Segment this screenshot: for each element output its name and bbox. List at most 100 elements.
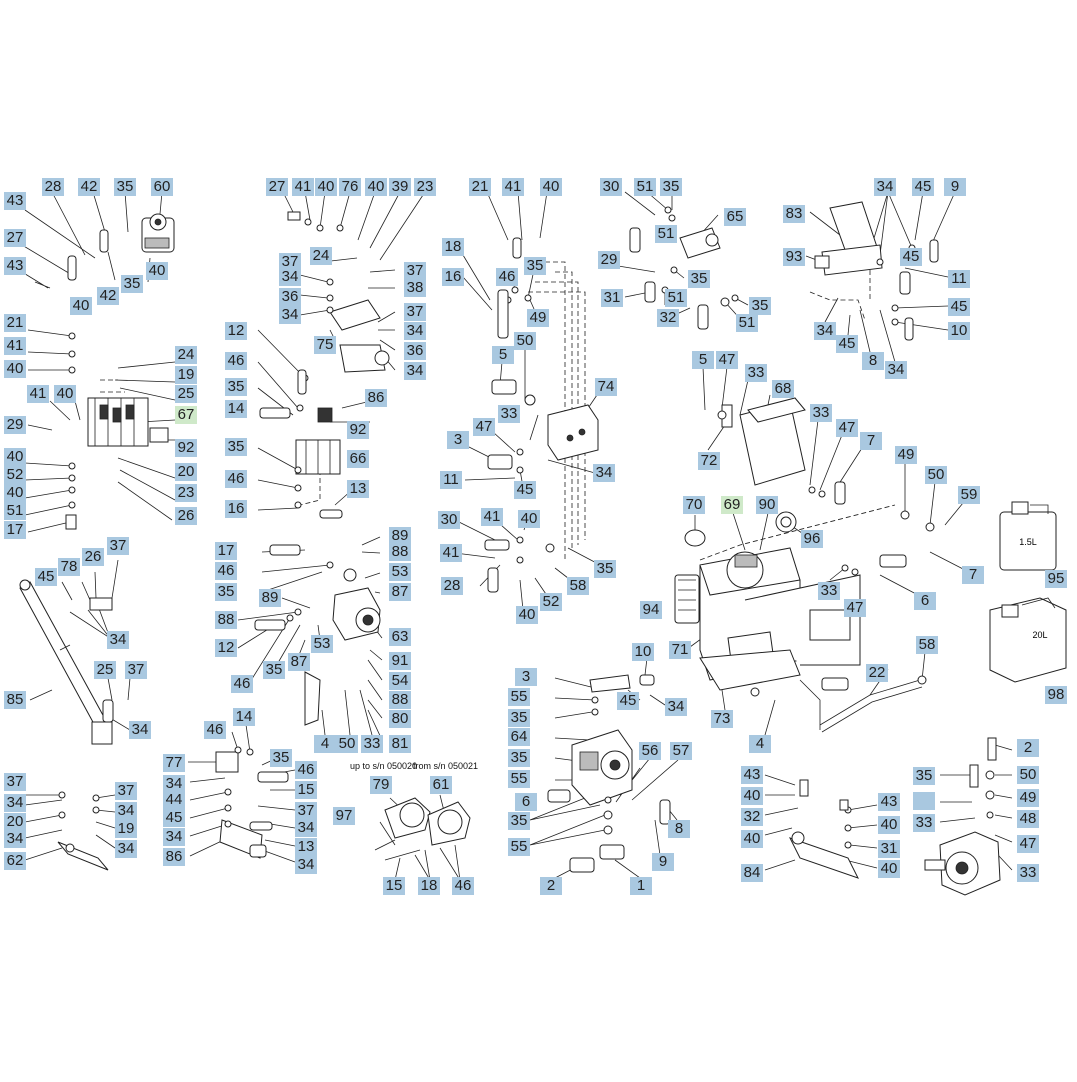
callout-label[interactable]: 27 bbox=[4, 229, 26, 247]
callout-label[interactable]: 39 bbox=[389, 178, 411, 196]
callout-label[interactable]: 45 bbox=[35, 568, 57, 586]
callout-label[interactable]: 44 bbox=[163, 791, 185, 809]
callout-label[interactable]: 34 bbox=[814, 322, 836, 340]
callout-label[interactable]: 3 bbox=[515, 668, 537, 686]
callout-label[interactable]: 9 bbox=[944, 178, 966, 196]
callout-label[interactable]: 41 bbox=[27, 385, 49, 403]
callout-label[interactable]: 32 bbox=[741, 808, 763, 826]
callout-label[interactable]: 37 bbox=[404, 262, 426, 280]
callout-label[interactable]: 12 bbox=[225, 322, 247, 340]
callout-label[interactable]: 47 bbox=[836, 419, 858, 437]
callout-label[interactable]: 75 bbox=[314, 336, 336, 354]
callout-label[interactable]: 18 bbox=[418, 877, 440, 895]
callout-label[interactable]: 78 bbox=[58, 558, 80, 576]
callout-label[interactable]: 49 bbox=[1017, 789, 1039, 807]
callout-label[interactable]: 38 bbox=[404, 279, 426, 297]
callout-label[interactable]: 24 bbox=[175, 346, 197, 364]
callout-label[interactable]: 46 bbox=[225, 470, 247, 488]
callout-label[interactable]: 33 bbox=[498, 405, 520, 423]
callout-label[interactable]: 40 bbox=[4, 448, 26, 466]
callout-label[interactable]: 25 bbox=[94, 661, 116, 679]
callout-label[interactable]: 35 bbox=[508, 709, 530, 727]
callout-label[interactable]: 47 bbox=[844, 599, 866, 617]
callout-label[interactable]: 16 bbox=[442, 268, 464, 286]
callout-label[interactable]: 30 bbox=[438, 511, 460, 529]
callout-label[interactable]: 37 bbox=[4, 773, 26, 791]
callout-label[interactable]: 35 bbox=[121, 275, 143, 293]
callout-label[interactable]: 47 bbox=[716, 351, 738, 369]
callout-label[interactable]: 27 bbox=[266, 178, 288, 196]
callout-label[interactable]: 52 bbox=[540, 593, 562, 611]
callout-label[interactable]: 6 bbox=[515, 793, 537, 811]
callout-label[interactable]: 87 bbox=[389, 583, 411, 601]
callout-label[interactable]: 86 bbox=[365, 389, 387, 407]
callout-label[interactable]: 98 bbox=[1045, 686, 1067, 704]
callout-label[interactable]: 14 bbox=[233, 708, 255, 726]
callout-label[interactable]: 53 bbox=[311, 635, 333, 653]
callout-label[interactable] bbox=[913, 792, 935, 810]
callout-label[interactable]: 21 bbox=[4, 314, 26, 332]
callout-label[interactable]: 96 bbox=[801, 530, 823, 548]
callout-label[interactable]: 35 bbox=[508, 749, 530, 767]
callout-label[interactable]: 85 bbox=[4, 691, 26, 709]
callout-label[interactable]: 23 bbox=[414, 178, 436, 196]
callout-label[interactable]: 54 bbox=[389, 672, 411, 690]
callout-label[interactable]: 45 bbox=[900, 248, 922, 266]
callout-label[interactable]: 26 bbox=[175, 507, 197, 525]
callout-label[interactable]: 46 bbox=[496, 268, 518, 286]
callout-label[interactable]: 11 bbox=[440, 471, 462, 489]
callout-label[interactable]: 88 bbox=[389, 543, 411, 561]
callout-label[interactable]: 34 bbox=[404, 362, 426, 380]
callout-label[interactable]: 43 bbox=[878, 793, 900, 811]
callout-label[interactable]: 22 bbox=[866, 664, 888, 682]
callout-label[interactable]: 58 bbox=[567, 577, 589, 595]
callout-label[interactable]: 92 bbox=[347, 421, 369, 439]
callout-label[interactable]: 21 bbox=[469, 178, 491, 196]
callout-label[interactable]: 34 bbox=[115, 802, 137, 820]
callout-label[interactable]: 19 bbox=[175, 366, 197, 384]
callout-label[interactable]: 40 bbox=[315, 178, 337, 196]
callout-label[interactable]: 40 bbox=[518, 510, 540, 528]
callout-label[interactable]: 88 bbox=[215, 611, 237, 629]
callout-label[interactable]: 34 bbox=[279, 306, 301, 324]
callout-label[interactable]: 34 bbox=[279, 268, 301, 286]
callout-label[interactable]: 35 bbox=[524, 257, 546, 275]
callout-label[interactable]: 79 bbox=[370, 776, 392, 794]
callout-label[interactable]: 8 bbox=[668, 820, 690, 838]
callout-label[interactable]: 15 bbox=[383, 877, 405, 895]
callout-label[interactable]: 40 bbox=[741, 830, 763, 848]
callout-label[interactable]: 86 bbox=[163, 848, 185, 866]
callout-label[interactable]: 46 bbox=[204, 721, 226, 739]
callout-label[interactable]: 40 bbox=[878, 816, 900, 834]
callout-label[interactable]: 95 bbox=[1045, 570, 1067, 588]
callout-label[interactable]: 34 bbox=[295, 856, 317, 874]
callout-label[interactable]: 2 bbox=[540, 877, 562, 895]
callout-label[interactable]: 53 bbox=[389, 563, 411, 581]
callout-label[interactable]: 29 bbox=[4, 416, 26, 434]
callout-label[interactable]: 40 bbox=[54, 385, 76, 403]
callout-label[interactable]: 34 bbox=[295, 819, 317, 837]
callout-label[interactable]: 35 bbox=[688, 270, 710, 288]
callout-label[interactable]: 7 bbox=[860, 432, 882, 450]
callout-label[interactable]: 72 bbox=[698, 452, 720, 470]
callout-label[interactable]: 40 bbox=[741, 787, 763, 805]
callout-label[interactable]: 33 bbox=[361, 735, 383, 753]
callout-label[interactable]: 50 bbox=[336, 735, 358, 753]
callout-label[interactable]: 76 bbox=[339, 178, 361, 196]
callout-label[interactable]: 45 bbox=[912, 178, 934, 196]
callout-label[interactable]: 71 bbox=[669, 641, 691, 659]
callout-label[interactable]: 17 bbox=[4, 521, 26, 539]
callout-label[interactable]: 50 bbox=[1017, 766, 1039, 784]
callout-label[interactable]: 41 bbox=[292, 178, 314, 196]
callout-label[interactable]: 52 bbox=[4, 466, 26, 484]
callout-label[interactable]: 91 bbox=[389, 652, 411, 670]
callout-label[interactable]: 15 bbox=[295, 781, 317, 799]
callout-label[interactable]: 40 bbox=[540, 178, 562, 196]
callout-label[interactable]: 46 bbox=[295, 761, 317, 779]
callout-label[interactable]: 55 bbox=[508, 838, 530, 856]
callout-label[interactable]: 94 bbox=[640, 601, 662, 619]
callout-label[interactable]: 89 bbox=[259, 589, 281, 607]
callout-label[interactable]: 32 bbox=[657, 309, 679, 327]
callout-label[interactable]: 13 bbox=[347, 480, 369, 498]
callout-label[interactable]: 61 bbox=[430, 776, 452, 794]
